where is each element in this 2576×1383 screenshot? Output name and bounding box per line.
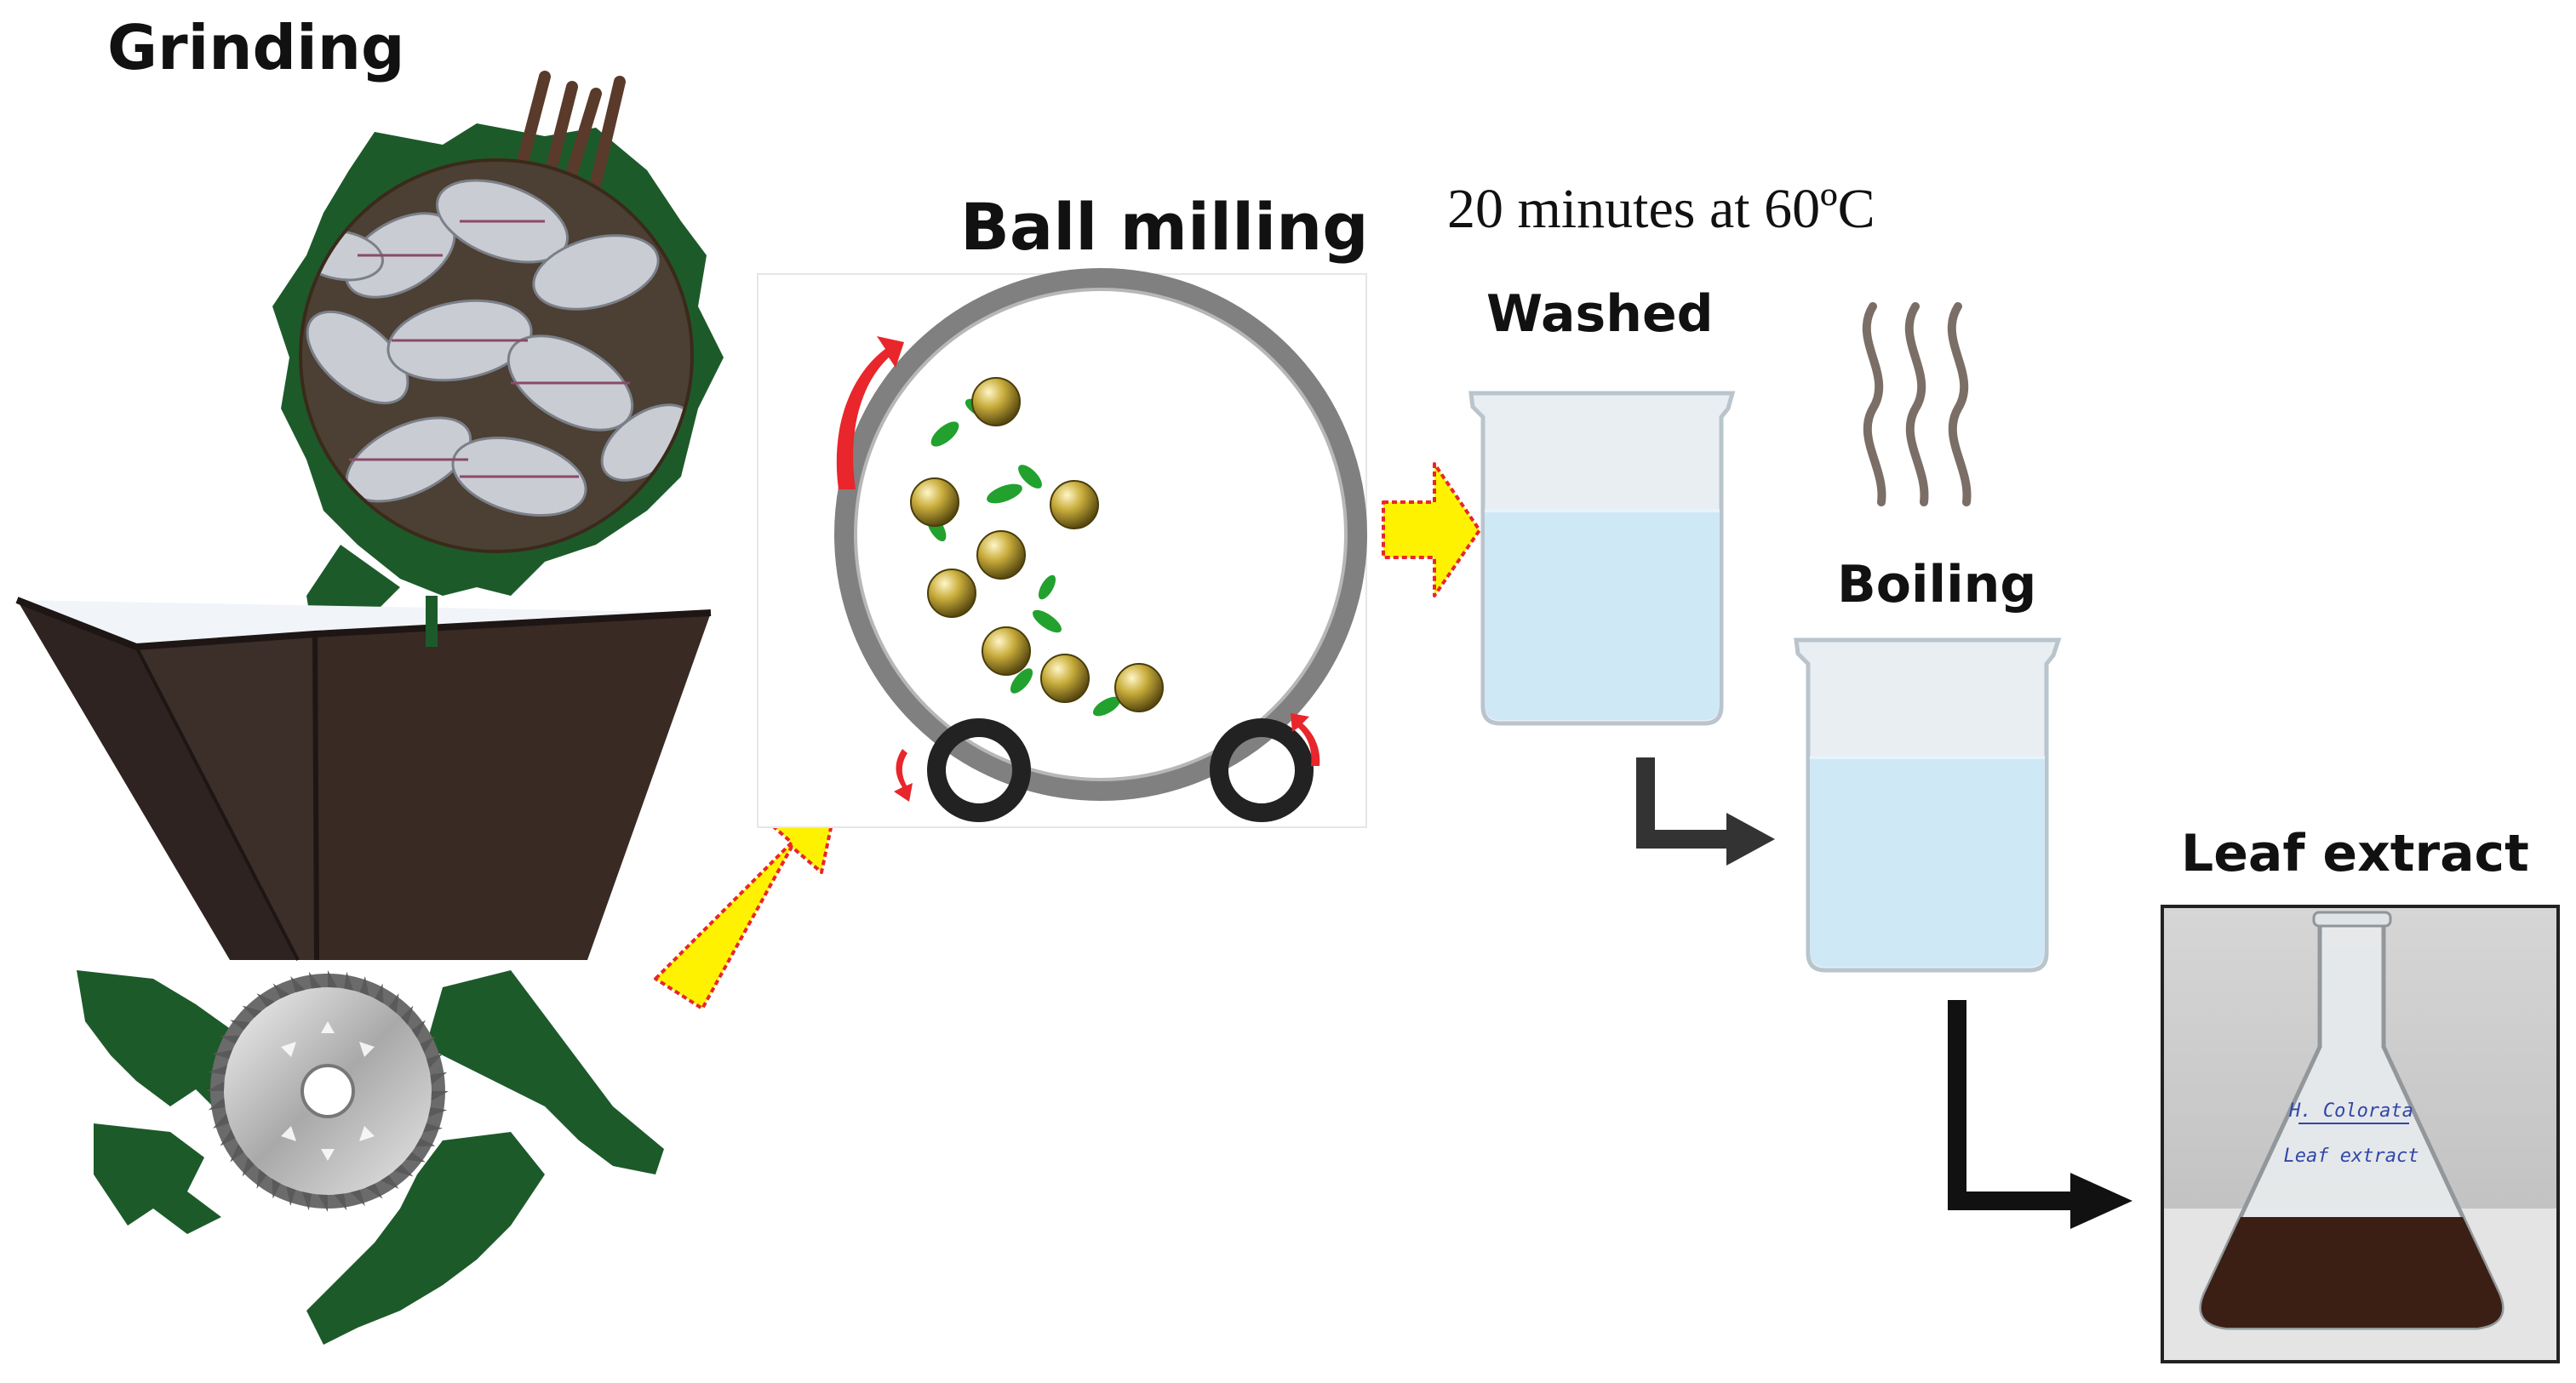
- saw-tooth: [428, 1107, 448, 1117]
- saw-tooth: [318, 1194, 328, 1212]
- saw-tooth: [422, 1123, 444, 1133]
- saw-tooth: [344, 971, 354, 991]
- washed-label: Washed: [1486, 284, 1714, 344]
- condition-label: 20 minutes at 60ºC: [1447, 178, 1875, 240]
- saw-tooth: [256, 993, 275, 1008]
- saw-tooth: [272, 1179, 281, 1199]
- saw-tooth: [411, 1020, 426, 1038]
- saw-tooth: [208, 1097, 226, 1111]
- saw-tooth: [290, 975, 306, 992]
- saw-tooth: [365, 1183, 383, 1199]
- ball-milling-label: Ball milling: [960, 189, 1369, 265]
- leaf-silhouette-bottom: [77, 970, 664, 1345]
- saw-tooth: [375, 983, 384, 1003]
- saw-tooth: [301, 1192, 312, 1211]
- saw-tooth: [393, 1164, 414, 1177]
- saw-tooth: [431, 1091, 449, 1101]
- saw-tooth: [388, 993, 399, 1014]
- saw-tooth: [359, 975, 369, 997]
- flask-photo: H. Colorata Leaf extract: [2161, 905, 2560, 1363]
- saw-tooth: [230, 1144, 244, 1163]
- beaker-icon: [1468, 391, 1736, 726]
- flow-arrow-1: [654, 790, 840, 1010]
- rotation-arrow-icon: [836, 336, 1320, 802]
- step-arrow-1: [1636, 757, 1775, 866]
- saw-tooth: [207, 1081, 225, 1091]
- saw-tooth: [328, 970, 338, 988]
- saw-tooth: [220, 1035, 240, 1044]
- saw-tooth: [420, 1036, 436, 1054]
- leaf-extract-label: Leaf extract: [2181, 824, 2529, 883]
- ball-mill: [757, 268, 1367, 828]
- steam-icon: [1862, 302, 1972, 506]
- saw-tooth: [208, 1065, 227, 1075]
- saw-tooth: [381, 1174, 399, 1189]
- boiling-label: Boiling: [1837, 555, 2037, 614]
- saw-tooth: [415, 1138, 436, 1147]
- saw-tooth: [308, 971, 322, 989]
- flow-arrow-2: [1382, 462, 1481, 597]
- saw-tooth: [350, 1190, 365, 1207]
- saw-tooth: [430, 1072, 448, 1085]
- saw-tooth: [256, 1169, 267, 1189]
- saw-tooth: [426, 1054, 444, 1069]
- saw-tooth: [212, 1049, 233, 1060]
- saw-tooth: [242, 1005, 262, 1018]
- saw-tooth: [272, 983, 290, 999]
- saw-tooth: [212, 1113, 229, 1129]
- saw-tooth: [242, 1157, 255, 1177]
- saw-tooth: [220, 1129, 236, 1146]
- flask-note-line-2: Leaf extract: [2284, 1146, 2419, 1167]
- roller-icon: [927, 718, 1314, 822]
- flask-note-line-1: H. Colorata: [2288, 1100, 2413, 1122]
- saw-tooth: [401, 1005, 414, 1026]
- step-arrow-2: [1948, 1000, 2132, 1229]
- beaker-icon: [1794, 637, 2062, 973]
- grinder-hopper: [15, 596, 712, 961]
- saw-tooth: [286, 1186, 296, 1207]
- milling-balls: [910, 377, 1164, 712]
- saw-tooth: [230, 1020, 250, 1031]
- saw-blade-icon: [207, 970, 449, 1212]
- saw-tooth: [405, 1152, 426, 1163]
- grinding-label: Grinding: [107, 12, 405, 83]
- saw-tooth: [334, 1193, 347, 1211]
